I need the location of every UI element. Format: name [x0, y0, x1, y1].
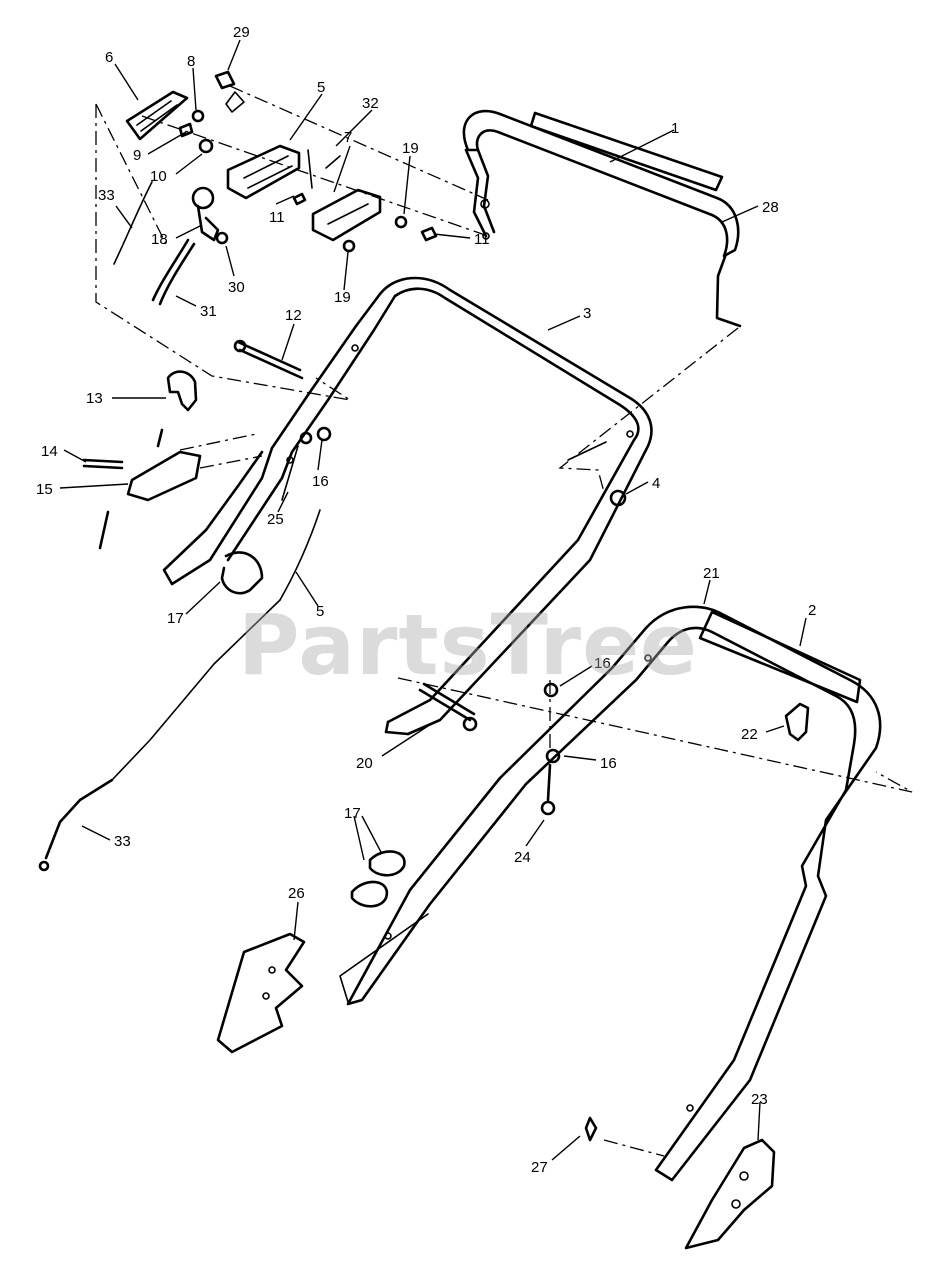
- lower-hardware: [216, 682, 810, 1250]
- callout-1: 1: [671, 120, 679, 137]
- callout-11b: 11: [474, 231, 490, 248]
- callout-29: 29: [233, 24, 250, 41]
- callout-19: 19: [402, 140, 419, 157]
- leader-lines: [59, 39, 807, 1161]
- callout-16c: 16: [600, 755, 617, 772]
- callout-33: 33: [98, 187, 115, 204]
- callout-4: 4: [652, 475, 660, 492]
- callout-21: 21: [703, 565, 720, 582]
- callout-6: 6: [105, 49, 113, 66]
- callout-22: 22: [741, 726, 758, 743]
- callout-10: 10: [150, 168, 167, 185]
- callout-19b: 19: [334, 289, 351, 306]
- callout-11: 11: [269, 209, 285, 226]
- callout-32: 32: [362, 95, 379, 112]
- control-assembly: [113, 70, 438, 306]
- callout-labels: 29 6 8 5 32 1 7 19 9 10 28 33 18 11 11 3…: [36, 24, 816, 1176]
- callout-33b: 33: [114, 833, 131, 850]
- cable-part: [38, 509, 321, 872]
- callout-24: 24: [514, 849, 531, 866]
- callout-3: 3: [583, 305, 591, 322]
- callout-23: 23: [751, 1091, 768, 1108]
- callout-18: 18: [151, 231, 168, 248]
- callout-26: 26: [288, 885, 305, 902]
- mid-handle-part: [162, 276, 653, 736]
- callout-2: 2: [808, 602, 816, 619]
- callout-15: 15: [36, 481, 53, 498]
- upper-bail-part: [462, 109, 742, 328]
- callout-8: 8: [187, 53, 195, 70]
- callout-25: 25: [267, 511, 284, 528]
- callout-20: 20: [356, 755, 373, 772]
- callout-17: 17: [167, 610, 184, 627]
- callout-28: 28: [762, 199, 779, 216]
- mid-hardware: [82, 339, 627, 595]
- callout-16b: 16: [594, 655, 611, 672]
- callout-31: 31: [200, 303, 217, 320]
- callout-27: 27: [531, 1159, 548, 1176]
- callout-17b: 17: [344, 805, 361, 822]
- callout-16: 16: [312, 473, 329, 490]
- callout-12: 12: [285, 307, 302, 324]
- callout-14: 14: [41, 443, 58, 460]
- callout-5b: 5: [316, 603, 324, 620]
- assembly-lines: [95, 85, 913, 1157]
- callout-30: 30: [228, 279, 245, 296]
- callout-5: 5: [317, 79, 325, 96]
- lower-handle-part: [339, 605, 882, 1182]
- callout-13: 13: [86, 390, 103, 407]
- callout-9: 9: [133, 147, 141, 164]
- callout-7: 7: [344, 129, 352, 146]
